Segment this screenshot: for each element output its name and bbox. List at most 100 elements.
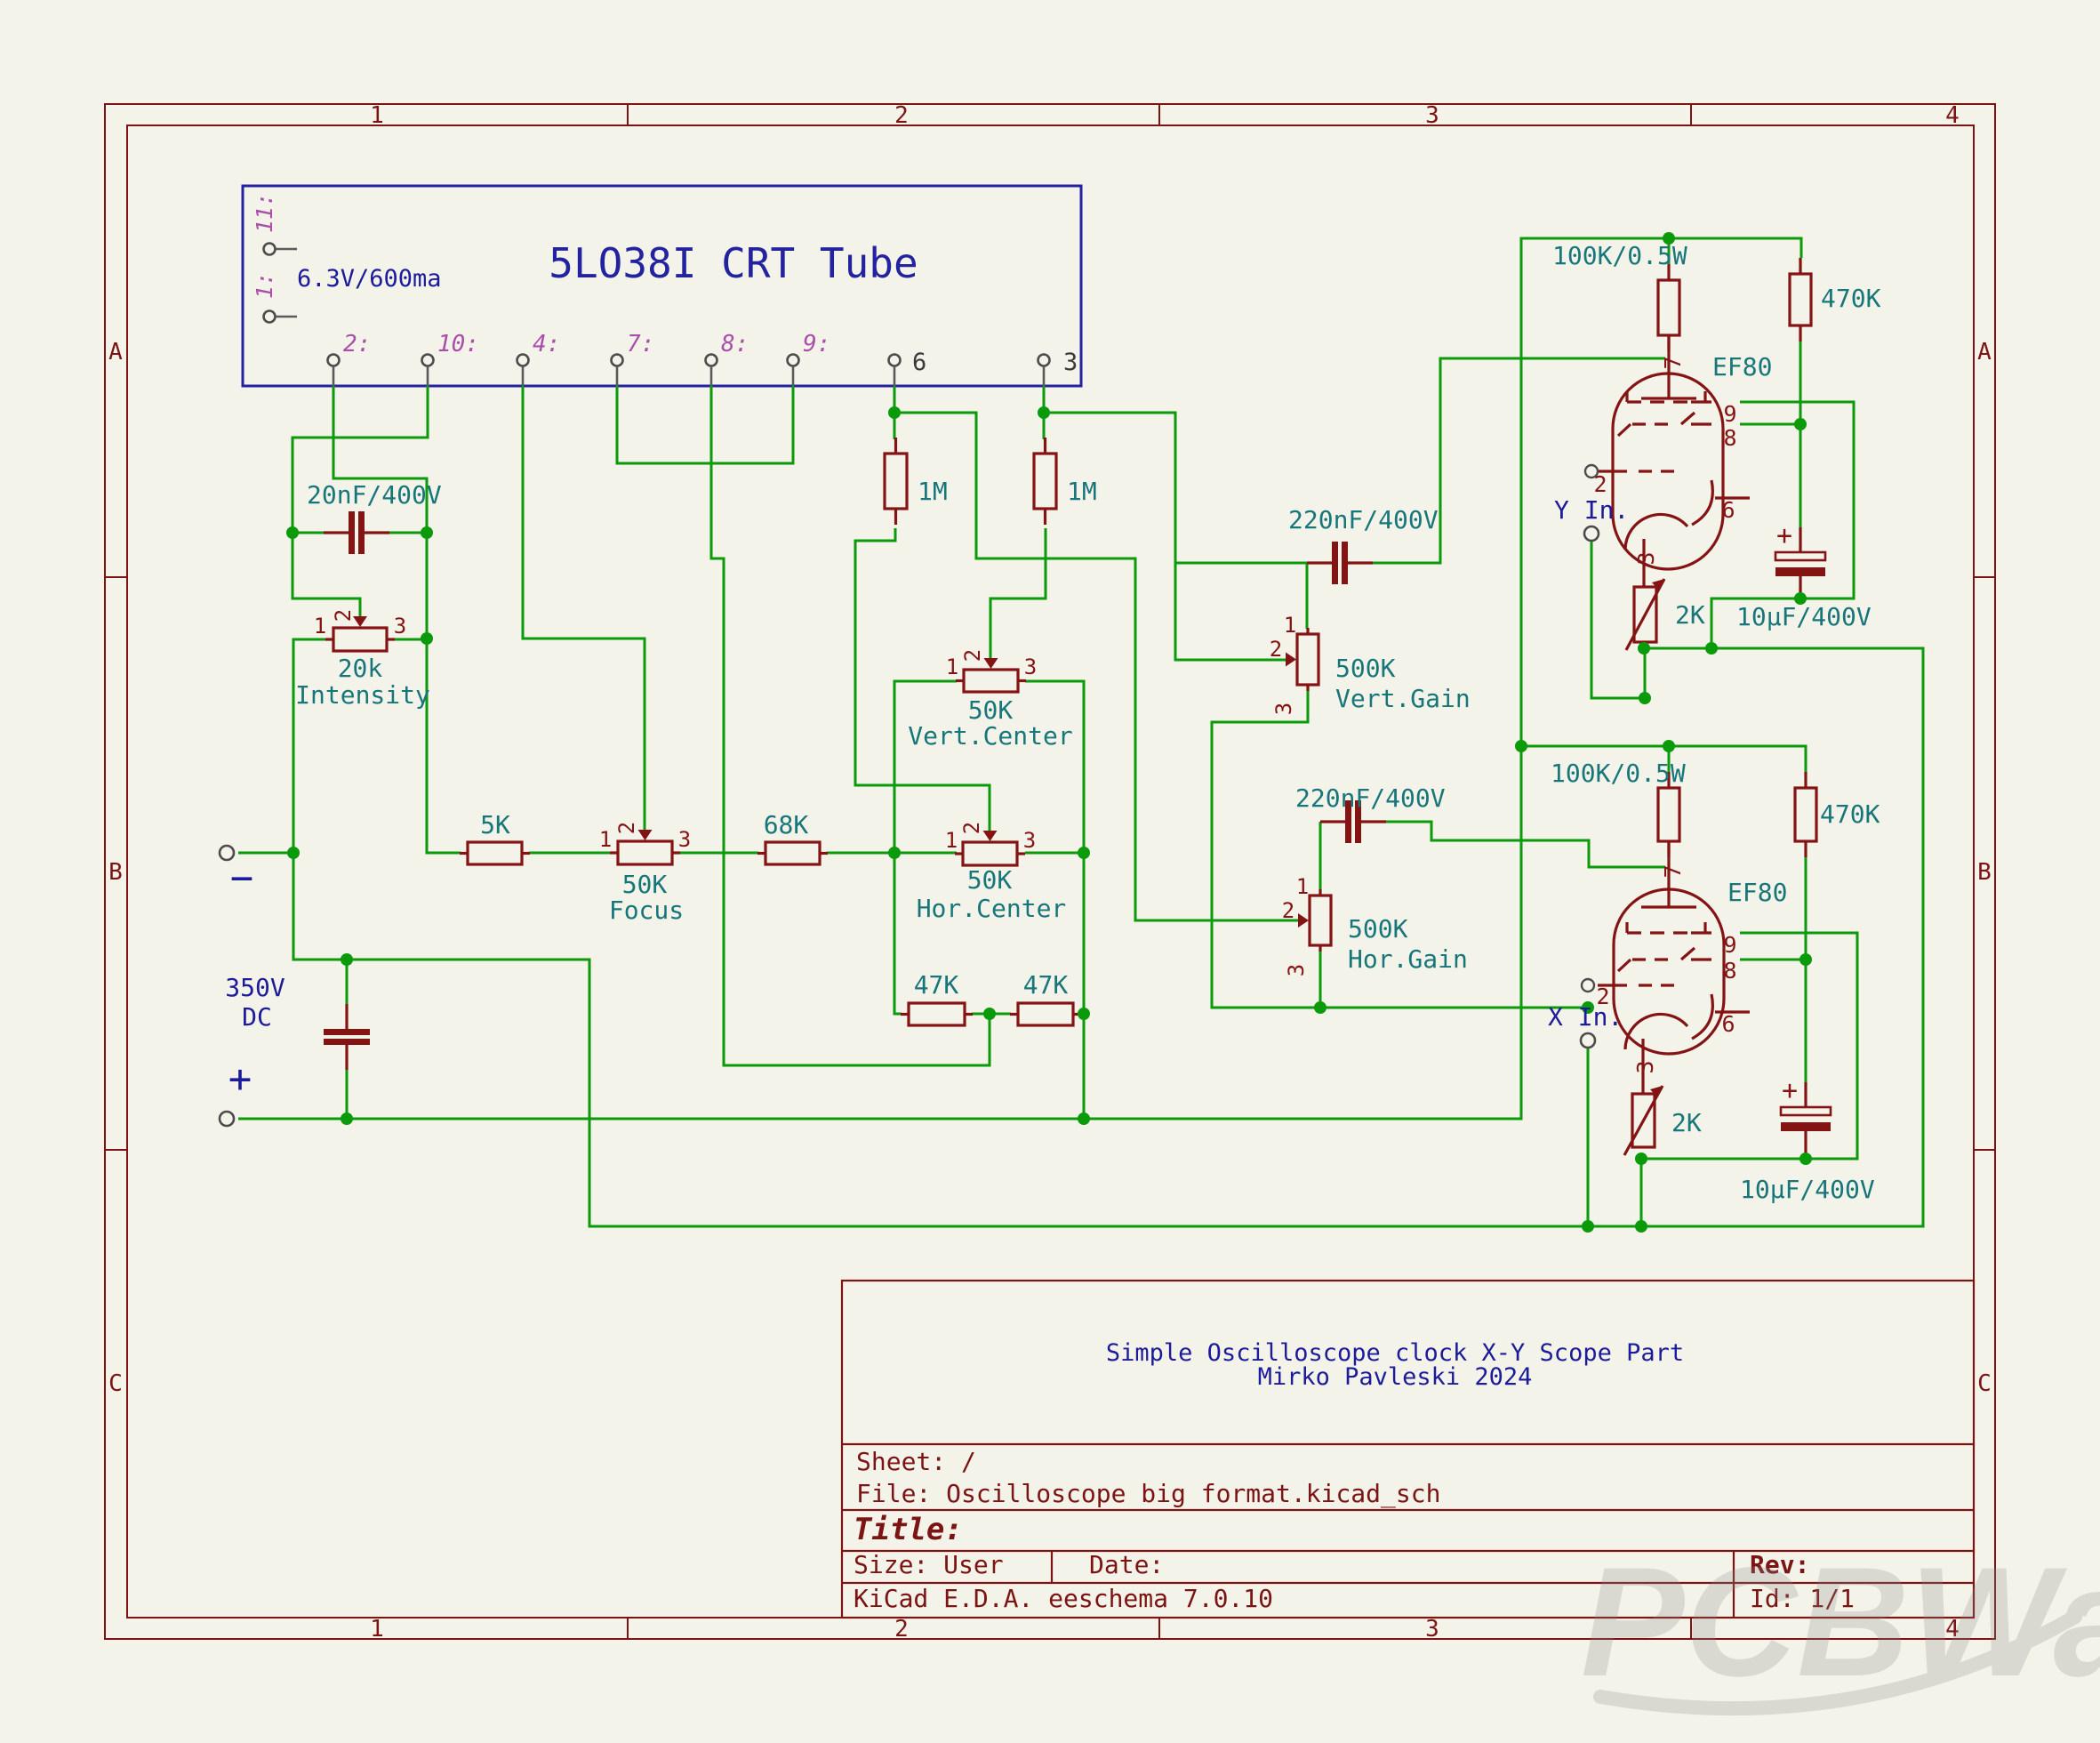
wire-1m1-bot[interactable] xyxy=(854,528,991,831)
resistor-1m-2[interactable] xyxy=(1032,438,1058,525)
resistor-47k-1[interactable] xyxy=(901,1001,973,1027)
wire-cap4-r[interactable] xyxy=(1385,820,1665,869)
tube-ef80-2-g3[interactable] xyxy=(1616,946,1711,973)
junction-dot xyxy=(1515,740,1527,752)
resistor-470k-1[interactable] xyxy=(1788,258,1813,341)
rheostat-2k-2[interactable] xyxy=(1623,1085,1664,1156)
pn-vg-3: 3 xyxy=(1271,703,1296,715)
grid-col-label-bottom: 4 xyxy=(1945,1616,1960,1643)
wire-pin2[interactable] xyxy=(332,386,429,533)
wire-pin9t1[interactable] xyxy=(1710,400,1856,648)
value-220nf-1: 220nF/400V xyxy=(1288,505,1439,534)
tube-ef80-1-g3[interactable] xyxy=(1616,411,1711,438)
crt-tube-title: 5LO38I CRT Tube xyxy=(549,239,918,287)
resistor-68k[interactable] xyxy=(757,840,828,866)
label-y-in: Y In. xyxy=(1554,495,1629,525)
pin-num-6: 6 xyxy=(912,349,926,376)
junction-dot xyxy=(888,847,901,859)
value-ef80-2: EF80 xyxy=(1727,878,1787,907)
value-1m-1: 1M xyxy=(918,477,948,506)
tube-ef80-1-body[interactable] xyxy=(1611,372,1725,571)
terminal-minus[interactable] xyxy=(218,844,236,862)
wire-vc-pin3[interactable] xyxy=(1025,679,1086,1119)
crt-pin-3 xyxy=(1037,353,1051,386)
pot-intensity[interactable] xyxy=(325,616,395,653)
tube-ef80-2-heater[interactable] xyxy=(1691,993,1750,1040)
wire-int-pin1[interactable] xyxy=(292,638,326,853)
wire-pin4-focus[interactable] xyxy=(521,386,646,831)
terminal-x-in[interactable] xyxy=(1579,1032,1597,1049)
tube-ef80-1-g2[interactable] xyxy=(1625,391,1711,404)
wire-pin8crt[interactable] xyxy=(709,386,991,1067)
watermark-text: PCBWay xyxy=(1581,1536,2100,1709)
tube2-grid-pin xyxy=(1580,977,1596,993)
resistor-470k-2[interactable] xyxy=(1793,772,1818,857)
value-2k-1: 2K xyxy=(1675,600,1705,630)
grid-col-label-top: 1 xyxy=(370,102,384,129)
cap-10uf-2[interactable]: + xyxy=(1779,1075,1832,1158)
wire-pin9t2[interactable] xyxy=(1639,931,1859,1226)
cap-20nf-2[interactable] xyxy=(324,1004,370,1070)
rheostat-2k-1[interactable] xyxy=(1624,578,1666,651)
cap-220nf-2[interactable] xyxy=(1320,800,1386,843)
resistor-5k[interactable] xyxy=(460,840,530,866)
grid-row-label-right: C xyxy=(1977,1370,1992,1397)
junction-dot xyxy=(421,632,433,645)
cap-220nf-1[interactable] xyxy=(1307,542,1373,584)
wire-vg-pin3[interactable] xyxy=(1210,690,1588,1009)
wire-pin10[interactable] xyxy=(291,386,429,533)
tube-ef80-2-g2[interactable] xyxy=(1625,922,1711,935)
label-minus: − xyxy=(230,855,254,901)
terminal-y-in[interactable] xyxy=(1583,525,1600,542)
pot-focus[interactable] xyxy=(610,830,680,866)
pn-t2-3: 3 xyxy=(1632,1060,1658,1073)
grid-row-label-right: A xyxy=(1977,339,1992,365)
grid-col-label-top: 2 xyxy=(894,102,909,129)
tube-ef80-1-heater[interactable] xyxy=(1691,479,1750,526)
wire-ht-mid[interactable] xyxy=(1521,744,1807,783)
pot-hor-gain[interactable] xyxy=(1298,889,1333,952)
resistor-47k-2[interactable] xyxy=(1010,1001,1081,1027)
tube-ef80-1-anode[interactable] xyxy=(1641,335,1696,400)
wire-pin3-vgain[interactable] xyxy=(1044,411,1289,662)
wire-cath-col[interactable] xyxy=(425,533,461,855)
tube-ef80-2-cathode[interactable] xyxy=(1623,1012,1689,1094)
pn-hg-1: 1 xyxy=(1296,874,1309,899)
junction-dot xyxy=(1582,1220,1594,1233)
pot-vert-gain[interactable] xyxy=(1286,628,1320,691)
wire-1m2-bot[interactable] xyxy=(989,528,1047,658)
pot-vert-center[interactable] xyxy=(956,658,1026,694)
junction-dot xyxy=(888,406,901,419)
wire-pin6-hgain[interactable] xyxy=(894,411,1302,922)
pot-hor-center[interactable] xyxy=(955,831,1025,867)
wire-y-in[interactable] xyxy=(1590,541,1645,700)
terminal-plus[interactable] xyxy=(218,1110,236,1128)
pin-num-3: 3 xyxy=(1063,349,1078,376)
ref-vert-center: Vert.Center xyxy=(908,721,1072,751)
tb-rev: Rev: xyxy=(1750,1550,1809,1579)
pn-t2-9: 9 xyxy=(1723,932,1736,958)
label-heater-note: 6.3V/600ma xyxy=(297,265,442,293)
resistor-1m-1[interactable] xyxy=(883,438,909,525)
tube-ef80-1-cathode[interactable] xyxy=(1623,512,1689,587)
junction-dot xyxy=(1582,1001,1594,1014)
wire-plus-rail[interactable] xyxy=(238,237,1803,1120)
tube-ef80-2-body[interactable] xyxy=(1612,888,1726,1056)
value-500k-vg: 500K xyxy=(1335,654,1396,683)
wire-grid-wiper[interactable] xyxy=(291,533,362,617)
sheet-border xyxy=(104,103,1996,1640)
wire-cap3-r[interactable] xyxy=(1372,357,1665,565)
cap-10uf-1[interactable]: + xyxy=(1774,520,1827,603)
label-350v: 350V xyxy=(225,973,285,1002)
pn-t2-2: 2 xyxy=(1596,984,1609,1009)
cap-20nf-1[interactable] xyxy=(324,511,389,554)
tube-ef80-2-anode[interactable] xyxy=(1641,841,1696,909)
wire-crt79[interactable] xyxy=(615,386,795,465)
crt-tube-box[interactable] xyxy=(241,184,1083,388)
pn-hc-1: 1 xyxy=(945,828,958,853)
junction-dot xyxy=(1078,1008,1090,1020)
pin-label-9: 9: xyxy=(803,331,830,357)
wire-gnd-main[interactable] xyxy=(292,647,1925,1228)
pn-vc-1: 1 xyxy=(946,655,958,679)
